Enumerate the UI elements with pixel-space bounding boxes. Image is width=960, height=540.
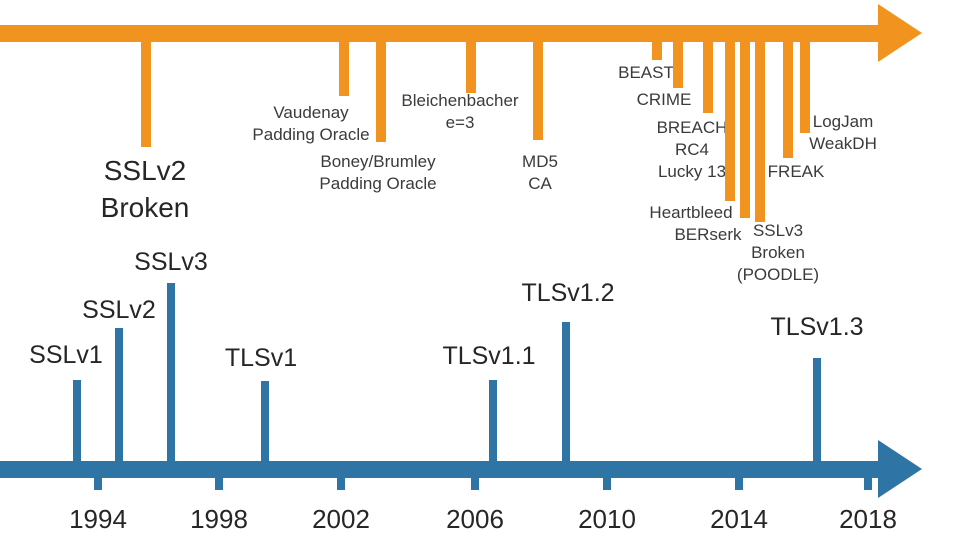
sslv2-broken-tick bbox=[141, 40, 151, 147]
crime-tick bbox=[673, 40, 683, 88]
freak-label-line: FREAK bbox=[767, 162, 825, 181]
sslv1-label: SSLv1 bbox=[29, 341, 103, 369]
bleichenbacher-e3-label: Bleichenbacher e=3 bbox=[401, 90, 518, 134]
year-tick-2014 bbox=[735, 476, 743, 490]
tlsv1-label: TLSv1 bbox=[224, 344, 298, 372]
year-tick-2002 bbox=[337, 476, 345, 490]
vaudenay-tick bbox=[339, 40, 349, 96]
md5-ca-tick bbox=[533, 40, 543, 140]
bleichenbacher-e3-label-line: Bleichenbacher bbox=[401, 91, 519, 110]
logjam-weakdh-tick bbox=[800, 40, 810, 133]
year-label-2014: 2014 bbox=[710, 504, 768, 534]
release-axis bbox=[0, 461, 880, 478]
boney-brumley-label-line: Padding Oracle bbox=[319, 174, 437, 193]
md5-ca-label-line: CA bbox=[528, 174, 552, 193]
tlsv1-3-label: TLSv1.3 bbox=[770, 313, 864, 341]
year-label-2018: 2018 bbox=[839, 504, 897, 534]
year-label-1994: 1994 bbox=[69, 504, 127, 534]
berserk-label-line: BERserk bbox=[674, 225, 742, 244]
breach-rc4-lucky13-label-line: RC4 bbox=[674, 140, 710, 159]
breach-rc4-lucky13-label-line: BREACH bbox=[656, 118, 728, 137]
year-tick-2018 bbox=[864, 476, 872, 490]
year-label-1998: 1998 bbox=[190, 504, 248, 534]
heartbleed-label: Heartbleed bbox=[649, 202, 732, 224]
year-label-2002: 2002 bbox=[312, 504, 370, 534]
attack-axis bbox=[0, 25, 880, 42]
crime-label: CRIME bbox=[637, 89, 692, 111]
sslv3-tick bbox=[167, 283, 175, 465]
tlsv1-tick bbox=[261, 381, 269, 465]
tlsv1-1-label: TLSv1.1 bbox=[442, 342, 536, 370]
freak-label: FREAK bbox=[768, 161, 825, 183]
tlsv1-2-tick bbox=[562, 322, 570, 465]
release-axis-arrowhead-icon bbox=[878, 440, 922, 498]
beast-tick bbox=[652, 40, 662, 60]
breach-rc4-lucky13-tick bbox=[703, 40, 713, 113]
sslv3-broken-poodle-tick bbox=[755, 40, 765, 222]
heartbleed-tick bbox=[725, 40, 735, 201]
tlsv1-3-tick bbox=[813, 358, 821, 465]
heartbleed-label-line: Heartbleed bbox=[649, 203, 733, 222]
sslv2-label: SSLv2 bbox=[82, 296, 156, 324]
md5-ca-label-line: MD5 bbox=[522, 152, 558, 171]
sslv3-broken-poodle-label-line: Broken bbox=[751, 243, 805, 262]
year-tick-1994 bbox=[94, 476, 102, 490]
attack-axis-arrowhead-icon bbox=[878, 4, 922, 62]
berserk-tick bbox=[740, 40, 750, 218]
sslv1-tick bbox=[73, 380, 81, 465]
sslv3-broken-poodle-label-line: SSLv3 bbox=[752, 221, 804, 240]
logjam-weakdh-label-line: LogJam bbox=[812, 112, 874, 131]
breach-rc4-lucky13-label-line: Lucky 13 bbox=[657, 162, 727, 181]
freak-tick bbox=[783, 40, 793, 158]
beast-label: BEAST bbox=[618, 62, 674, 84]
sslv2-broken-label-line: Broken bbox=[100, 192, 190, 223]
crime-label-line: CRIME bbox=[636, 90, 692, 109]
boney-brumley-label-line: Boney/Brumley bbox=[320, 152, 436, 171]
year-tick-2010 bbox=[603, 476, 611, 490]
sslv3-label: SSLv3 bbox=[134, 248, 208, 276]
year-tick-1998 bbox=[215, 476, 223, 490]
sslv2-broken-label-line: SSLv2 bbox=[103, 155, 187, 186]
vaudenay-label-line: Vaudenay bbox=[273, 103, 349, 122]
beast-label-line: BEAST bbox=[618, 63, 674, 82]
tlsv1-1-tick bbox=[489, 380, 497, 465]
bleichenbacher-e3-label-line: e=3 bbox=[445, 113, 475, 132]
sslv2-tick bbox=[115, 328, 123, 465]
year-label-2010: 2010 bbox=[578, 504, 636, 534]
boney-brumley-tick bbox=[376, 40, 386, 142]
sslv3-broken-poodle-label-line: (POODLE) bbox=[736, 265, 820, 284]
bleichenbacher-e3-tick bbox=[466, 40, 476, 93]
tlsv1-2-label: TLSv1.2 bbox=[521, 279, 615, 307]
vaudenay-label-line: Padding Oracle bbox=[252, 125, 370, 144]
year-tick-2006 bbox=[471, 476, 479, 490]
logjam-weakdh-label-line: WeakDH bbox=[809, 134, 877, 153]
year-label-2006: 2006 bbox=[446, 504, 504, 534]
berserk-label: BERserk bbox=[674, 224, 741, 246]
